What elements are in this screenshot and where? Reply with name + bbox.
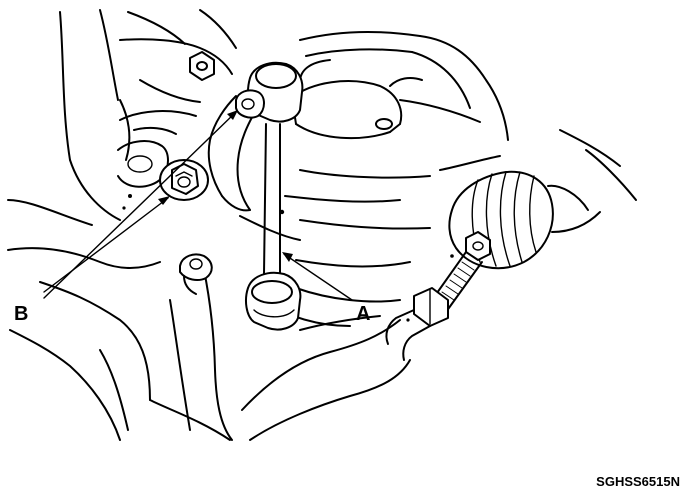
label-b: B [14,303,28,325]
tie-rod-assembly [385,129,637,361]
brake-hose-clip [179,253,213,295]
leader-a [283,253,353,301]
label-a: A [356,303,370,325]
control-arm [207,95,257,212]
leader-b-lower-arrowhead [227,110,238,120]
leader-a-arrowhead [282,252,293,262]
flange-nut [159,159,209,201]
leader-lines [43,110,353,301]
leader-b-upper [43,197,169,293]
stabilizer-link [235,61,304,331]
leader-b-lower [43,111,237,299]
leader-b-upper-arrowhead [158,196,170,205]
knuckle-body-lines [7,9,509,441]
figure-code: SGHSS6515N [596,474,680,489]
